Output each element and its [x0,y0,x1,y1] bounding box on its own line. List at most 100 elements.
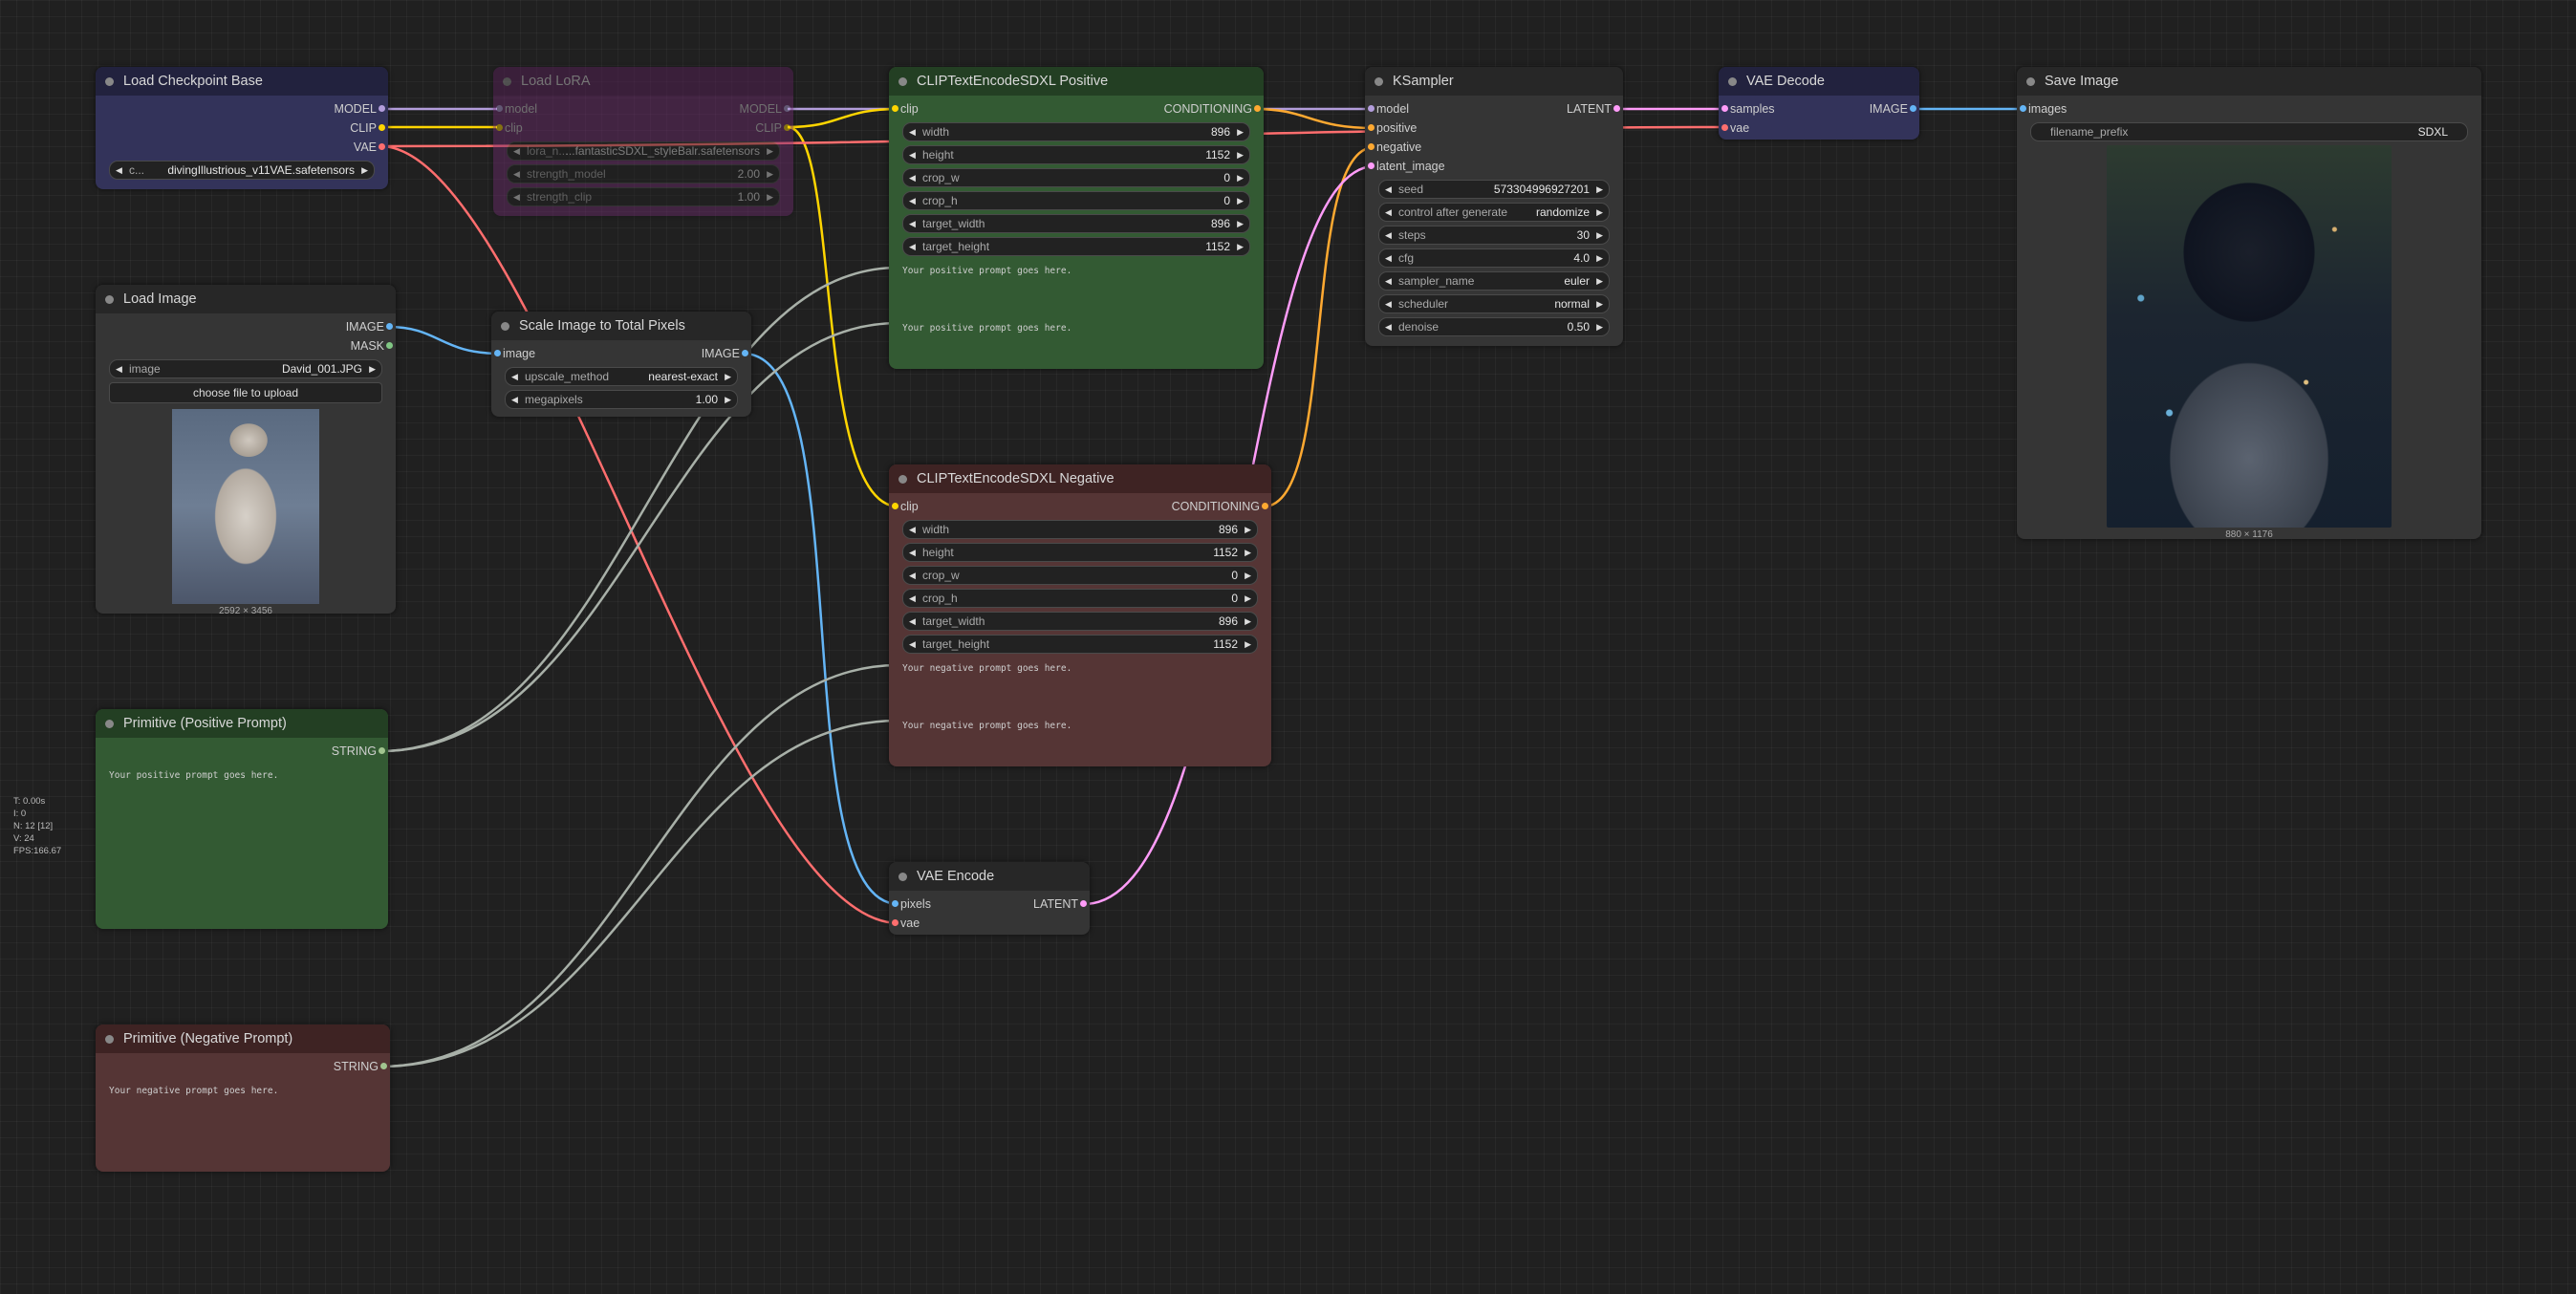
prompt-text-input[interactable]: Your positive prompt goes here. [109,770,279,781]
lora-name-combo[interactable]: ◀lora_n......fantasticSDXL_styleBalr.saf… [507,141,780,161]
output-model[interactable]: MODEL [740,99,791,119]
input-pixels[interactable]: pixels [892,895,931,914]
prompt-text-input[interactable]: Your negative prompt goes here. [109,1086,279,1096]
input-positive[interactable]: positive [1367,119,1417,138]
output-image[interactable]: IMAGE [346,317,394,336]
loaded-image-preview[interactable] [172,409,319,604]
output-string[interactable]: STRING [334,1057,388,1076]
node-title[interactable]: CLIPTextEncodeSDXL Negative [889,464,1271,493]
node-vae-decode[interactable]: VAE Decode samples IMAGE vae [1719,67,1919,140]
node-load-checkpoint[interactable]: Load Checkpoint Base MODEL CLIP VAE ◀c..… [96,67,388,189]
output-image[interactable]: IMAGE [702,344,749,363]
node-scale-image[interactable]: Scale Image to Total Pixels image IMAGE ◀… [491,312,751,417]
node-clip-encode-negative[interactable]: CLIPTextEncodeSDXL Negative clip CONDITIO… [889,464,1271,766]
text-g-input[interactable]: Your negative prompt goes here. [902,663,1072,674]
choose-file-button[interactable]: choose file to upload [109,382,382,403]
text-l-input[interactable]: Your positive prompt goes here. [902,323,1072,334]
node-clip-encode-positive[interactable]: CLIPTextEncodeSDXL Positive clip CONDITIO… [889,67,1264,369]
input-model[interactable]: model [1367,99,1409,119]
wire-primneg-to-neg-g[interactable] [379,663,899,1068]
arrow-left-icon[interactable]: ◀ [116,165,122,175]
node-title[interactable]: Load Checkpoint Base [96,67,388,96]
input-image[interactable]: image [493,344,535,363]
wire-vae-to-vaeencode[interactable] [379,144,899,925]
node-primitive-positive[interactable]: Primitive (Positive Prompt) STRING Your … [96,709,388,929]
arrow-right-icon[interactable]: ▶ [361,165,368,175]
node-title[interactable]: Scale Image to Total Pixels [491,312,751,340]
wire-primneg-to-neg-l[interactable] [379,719,899,1068]
wire-lora-clip-to-pos[interactable] [787,107,899,129]
output-model[interactable]: MODEL [335,99,386,119]
text-g-input[interactable]: Your positive prompt goes here. [902,266,1072,276]
node-title[interactable]: VAE Decode [1719,67,1919,96]
node-title[interactable]: CLIPTextEncodeSDXL Positive [889,67,1264,96]
output-latent[interactable]: LATENT [1033,895,1087,914]
output-image-preview[interactable] [2107,145,2392,528]
ckpt-name-combo[interactable]: ◀c...divingIllustrious_v11VAE.safetensor… [109,161,375,180]
output-latent[interactable]: LATENT [1567,99,1620,119]
node-primitive-negative[interactable]: Primitive (Negative Prompt) STRING Your … [96,1024,390,1172]
node-load-lora[interactable]: Load LoRA model MODEL clip CLIP ◀lora_n...… [493,67,793,216]
node-title[interactable]: KSampler [1365,67,1623,96]
node-ksampler[interactable]: KSampler model LATENT positive negative l… [1365,67,1623,346]
input-samples[interactable]: samples [1721,99,1775,119]
node-title[interactable]: Save Image [2017,67,2481,96]
node-title[interactable]: Primitive (Negative Prompt) [96,1024,390,1053]
input-negative[interactable]: negative [1367,138,1421,157]
input-images[interactable]: images [2019,99,2067,119]
wire-pos-cond-to-ksampler[interactable] [1253,107,1375,130]
node-title[interactable]: Load LoRA [493,67,793,96]
node-title[interactable]: VAE Encode [889,862,1090,891]
output-conditioning[interactable]: CONDITIONING [1164,99,1262,119]
output-clip[interactable]: CLIP [350,119,385,138]
node-title[interactable]: Primitive (Positive Prompt) [96,709,388,738]
wire-neg-cond-to-ksampler[interactable] [1263,145,1375,508]
wire-scale-to-vaeencode[interactable] [743,352,899,906]
wire-loadimage-to-scale[interactable] [387,325,502,356]
input-clip[interactable]: clip [892,99,919,119]
node-title[interactable]: Load Image [96,285,396,313]
output-clip[interactable]: CLIP [755,119,790,138]
input-vae[interactable]: vae [891,914,920,933]
output-string[interactable]: STRING [332,742,386,761]
node-vae-encode[interactable]: VAE Encode pixels LATENT vae [889,862,1090,935]
input-model[interactable]: model [495,99,537,119]
input-latent-image[interactable]: latent_image [1368,157,1445,176]
output-conditioning[interactable]: CONDITIONING [1172,497,1269,516]
text-l-input[interactable]: Your negative prompt goes here. [902,721,1072,731]
input-clip[interactable]: clip [892,497,919,516]
output-mask[interactable]: MASK [351,336,394,356]
output-image[interactable]: IMAGE [1870,99,1917,119]
wire-lora-clip-to-neg[interactable] [787,125,899,508]
input-clip[interactable]: clip [496,119,523,138]
output-vae[interactable]: VAE [354,138,386,157]
input-vae[interactable]: vae [1721,119,1749,138]
